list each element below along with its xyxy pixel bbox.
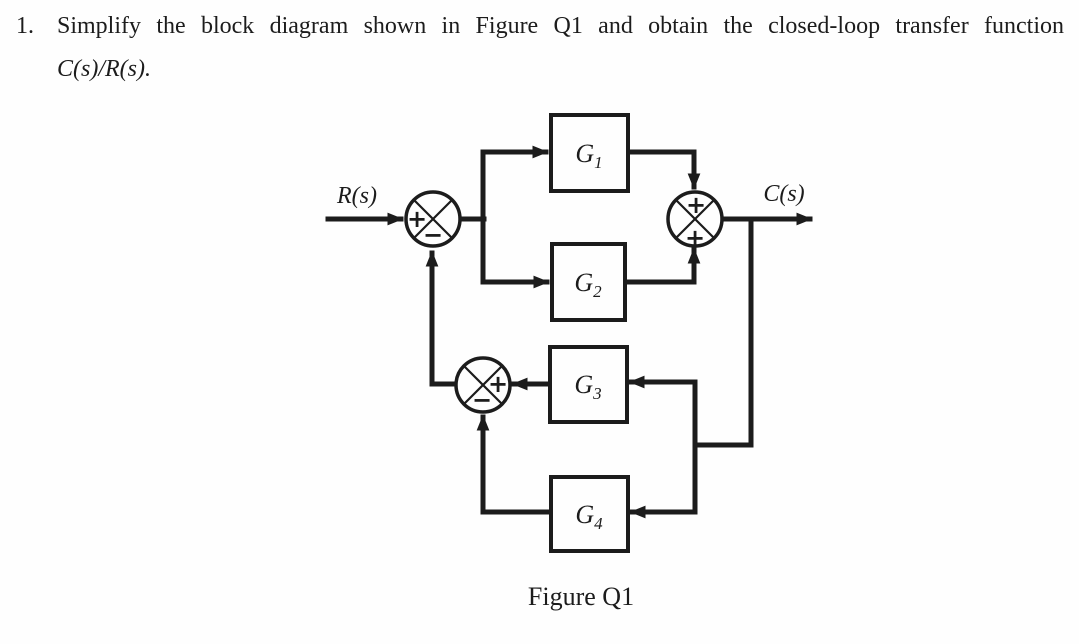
- signal-lines: [325, 145, 813, 519]
- g4-output-line: [476, 414, 554, 515]
- g2-box: [550, 242, 627, 322]
- sum3-cross-line: [462, 364, 504, 406]
- sum3-sign-plus: +: [488, 370, 508, 398]
- sum3-output-line: [425, 250, 459, 387]
- g2-label: G2: [574, 268, 602, 301]
- sum2-cross-line: [674, 198, 716, 240]
- g4-label: G4: [575, 500, 603, 533]
- question-text: Simplify the block diagram shown in Figu…: [57, 11, 1064, 83]
- sum3-sign-minus: −: [472, 386, 492, 414]
- summing-junction-output: + +: [666, 190, 724, 252]
- block-g4: G4: [549, 475, 630, 553]
- summing-junction-feedback: + −: [454, 356, 512, 414]
- g1-box: [549, 113, 630, 193]
- question-line-1: Simplify the block diagram shown in Figu…: [57, 13, 1064, 39]
- block-g2: G2: [550, 242, 627, 322]
- sum2-sign-plus-top: +: [686, 191, 706, 219]
- sum2-sign-plus-bottom: +: [685, 224, 705, 252]
- sum1-sign-plus: +: [407, 205, 427, 233]
- g1-output-line: [624, 149, 701, 190]
- output-signal-label: C(s): [763, 181, 804, 207]
- block-g3: G3: [548, 345, 629, 424]
- figure-caption: Figure Q1: [528, 582, 634, 611]
- g3-label: G3: [574, 370, 601, 403]
- block-g1: G1: [549, 113, 630, 193]
- g4-box: [549, 475, 630, 553]
- g2-output-line: [621, 247, 701, 285]
- question-line-2: C(s)/R(s).: [57, 56, 151, 82]
- sum1-cross-line: [412, 198, 454, 240]
- question-number: 1.: [16, 13, 34, 39]
- g1-label: G1: [575, 139, 602, 172]
- input-signal-label: R(s): [336, 183, 377, 209]
- g3-box: [548, 345, 629, 424]
- output-takeoff-line: [693, 218, 754, 448]
- summing-junction-input: + −: [404, 190, 462, 249]
- sum1-sign-minus: −: [423, 221, 443, 249]
